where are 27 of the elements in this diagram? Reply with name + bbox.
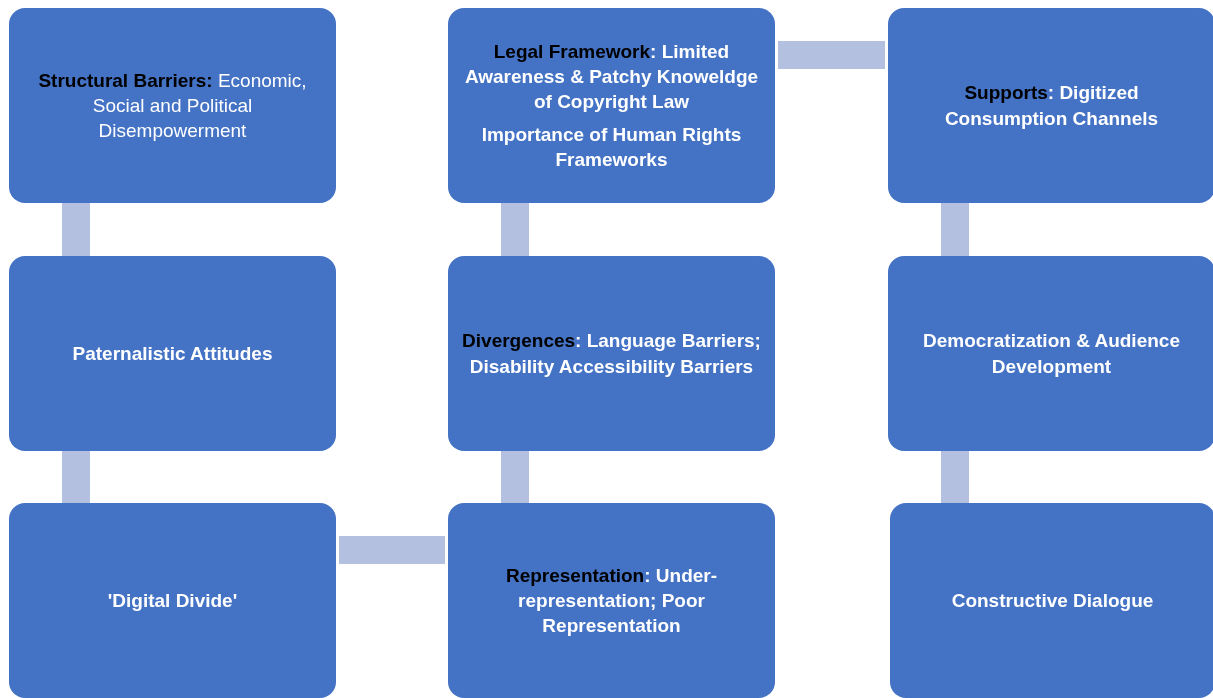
process-box <box>9 8 336 203</box>
connector-bar <box>501 203 529 256</box>
connector-bar <box>941 451 969 503</box>
connector-bar <box>339 536 445 564</box>
process-box <box>448 503 775 698</box>
connector-bar <box>941 203 969 256</box>
process-box <box>888 8 1213 203</box>
process-box <box>9 256 336 451</box>
process-box <box>890 503 1213 698</box>
connector-bar <box>501 451 529 503</box>
box-text: Democratization & Audience Development <box>922 329 1181 379</box>
connector-bar <box>62 203 90 256</box>
process-box <box>448 8 775 203</box>
box-text: 'Digital Divide' <box>107 588 238 613</box>
process-box <box>888 256 1213 451</box>
box-text: Representation: Under-representation; Poor Representation <box>504 563 719 639</box>
box-text: Structural Barriers: Economic, Social and Political Disempowerment <box>37 68 308 144</box>
box-text: Constructive Dialogue <box>951 588 1154 613</box>
box-text: Importance of Human Rights Frameworks <box>480 123 743 173</box>
box-text: Paternalistic Attitudes <box>72 341 273 366</box>
box-text: Divergences: Language Barriers; Disability Accessibility Barriers <box>462 329 761 379</box>
connector-bar <box>62 451 90 503</box>
box-text: Legal Framework: Limited Awareness & Patchy Knoweldge of Copyright Law <box>463 39 760 114</box>
process-box <box>9 503 336 698</box>
connector-bar <box>778 41 885 69</box>
box-text: Supports: Digitized Consumption Channels <box>943 81 1160 131</box>
process-box <box>448 256 775 451</box>
